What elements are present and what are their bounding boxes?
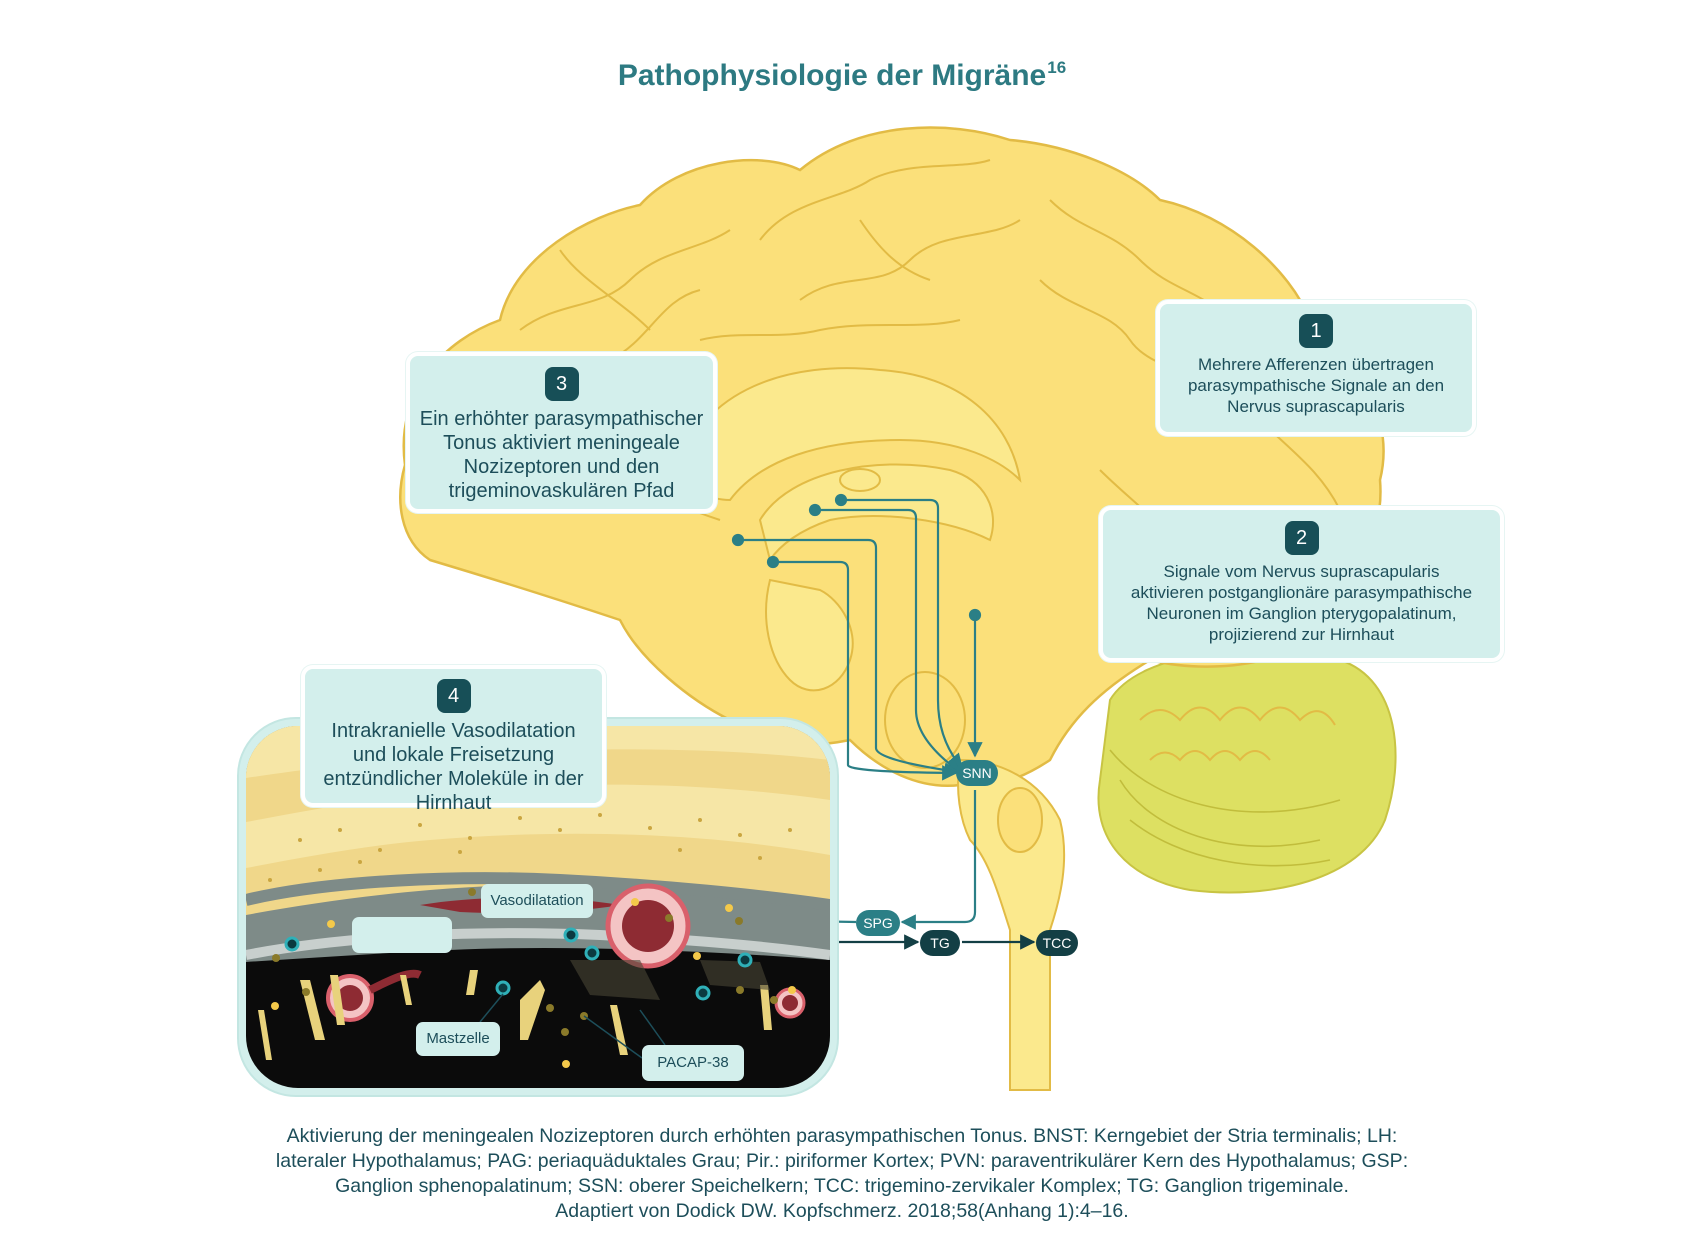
label-mast-cell: Mastzelle — [416, 1022, 500, 1056]
callout-step-2: 2 Signale vom Nervus suprascapularis akt… — [1099, 506, 1504, 662]
brainstem — [957, 758, 1066, 1091]
figure-caption: Aktivierung der meningealen Nozizeptoren… — [275, 1125, 1409, 1222]
callout-step-3: 3 Ein erhöhter parasympathischer Tonus a… — [406, 352, 717, 513]
callout-text-4: Intrakranielle Vasodilatation und lokale… — [323, 720, 584, 814]
step-badge-1: 1 — [1299, 314, 1333, 348]
page-title: Pathophysiologie der Migräne16 — [617, 58, 1067, 92]
label-empty-box — [352, 917, 452, 953]
node-snn: SNN — [956, 760, 998, 786]
label-vasodilation: Vasodilatation — [481, 884, 593, 918]
pathway-lines — [731, 493, 983, 930]
step-badge-4: 4 — [436, 679, 471, 713]
step-badge-2: 2 — [1284, 521, 1319, 555]
callout-step-4: 4 Intrakranielle Vasodilatation und loka… — [301, 665, 606, 814]
step-badge-3: 3 — [544, 367, 579, 401]
callout-step-1: 1 Mehrere Afferenzen übertragen parasymp… — [1156, 300, 1476, 436]
callout-text-1: Mehrere Afferenzen übertragen parasympat… — [1187, 355, 1445, 416]
node-spg: SPG — [856, 910, 900, 936]
pons — [997, 787, 1043, 853]
node-tcc: TCC — [1036, 930, 1078, 956]
cerebellum — [1097, 649, 1397, 894]
label-pacap: PACAP-38 — [642, 1045, 744, 1081]
callout-text-2: Signale vom Nervus suprascapularis aktiv… — [1130, 562, 1473, 644]
node-tg: TG — [920, 930, 960, 956]
citation-superscript: 16 — [1047, 58, 1067, 77]
callout-text-3: Ein erhöhter parasympathischer Tonus akt… — [419, 408, 704, 502]
